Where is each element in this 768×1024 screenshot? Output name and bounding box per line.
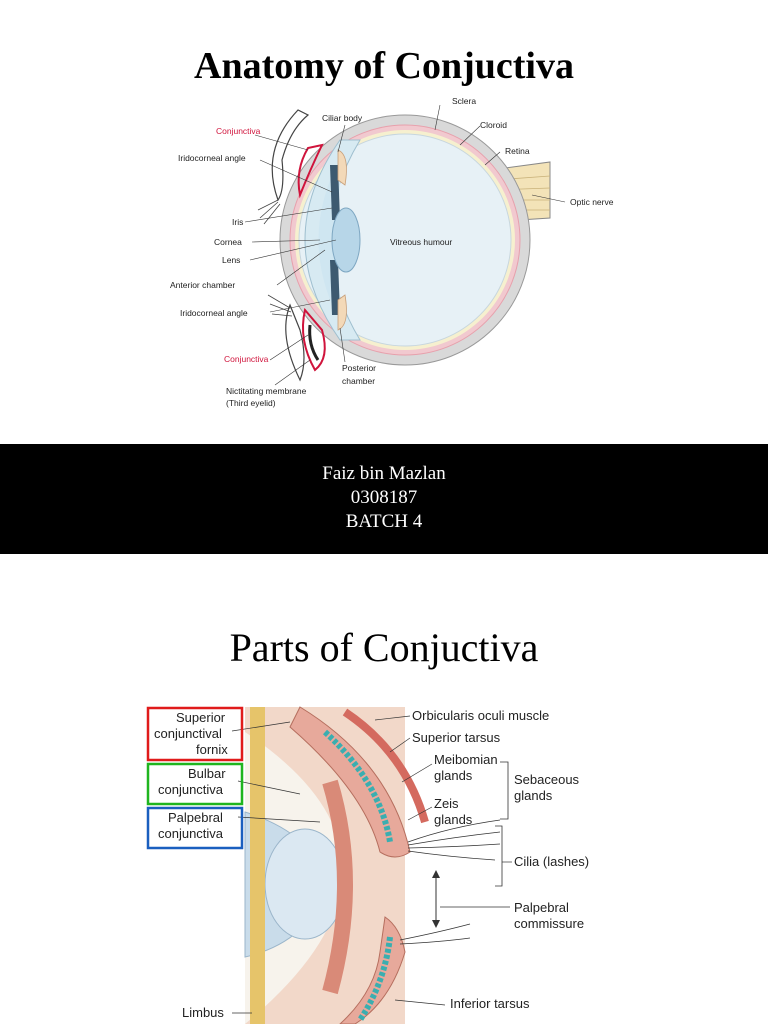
label-superior-1: Superior [176,710,226,725]
label-meibomian-1: Meibomian [434,752,498,767]
author-band: Faiz bin Mazlan 0308187 BATCH 4 [0,444,768,554]
eyelid-cross-section-diagram: Superior conjunctival fornix Bulbar conj… [146,706,589,1024]
label-vitreous: Vitreous humour [390,237,452,247]
label-sebaceous-1: Sebaceous [514,772,580,787]
label-bulbar-1: Bulbar [188,766,226,781]
label-cilia: Cilia (lashes) [514,854,589,869]
label-palpebral-comm-2: commissure [514,916,584,931]
label-conjunctiva-top: Conjunctiva [216,126,261,136]
label-conjunctiva-bottom: Conjunctiva [224,354,269,364]
author-name: Faiz bin Mazlan [322,463,446,484]
label-superior-3: fornix [196,742,228,757]
slide-anatomy: Anatomy of Conjuctiva [0,0,768,444]
label-superior-tarsus: Superior tarsus [412,730,501,745]
label-orbicularis: Orbicularis oculi muscle [412,708,549,723]
slide-parts: Parts of Conjuctiva [0,554,768,1024]
label-iridocorneal-bottom: Iridocorneal angle [180,308,248,318]
label-cornea: Cornea [214,237,242,247]
label-ciliar-body: Ciliar body [322,113,363,123]
eye-anatomy-diagram: Sclera Ciliar body Cloroid Retina Conjun… [170,96,614,408]
label-posterior-2: chamber [342,376,375,386]
label-meibomian-2: glands [434,768,473,783]
label-posterior-1: Posterior [342,363,376,373]
label-inferior-tarsus: Inferior tarsus [450,996,530,1011]
label-superior-2: conjunctival [154,726,222,741]
label-limbus: Limbus [182,1005,224,1020]
label-retina: Retina [505,146,530,156]
label-lens: Lens [222,255,240,265]
label-sclera: Sclera [452,96,476,106]
label-optic-nerve: Optic nerve [570,197,614,207]
label-iris: Iris [232,217,243,227]
slide-title: Parts of Conjuctiva [229,625,539,670]
label-nictitating-1: Nictitating membrane [226,386,307,396]
label-cloroid: Cloroid [480,120,507,130]
label-iridocorneal-top: Iridocorneal angle [178,153,246,163]
author-batch: BATCH 4 [345,511,423,532]
author-id: 0308187 [350,487,418,508]
label-nictitating-2: (Third eyelid) [226,398,276,408]
label-anterior-chamber: Anterior chamber [170,280,235,290]
label-zeis-2: glands [434,812,473,827]
label-palpebral-2: conjunctiva [158,826,224,841]
slide-title: Anatomy of Conjuctiva [194,45,574,87]
label-sebaceous-2: glands [514,788,553,803]
label-zeis-1: Zeis [434,796,459,811]
label-palpebral-1: Palpebral [168,810,223,825]
label-palpebral-comm-1: Palpebral [514,900,569,915]
label-bulbar-2: conjunctiva [158,782,224,797]
